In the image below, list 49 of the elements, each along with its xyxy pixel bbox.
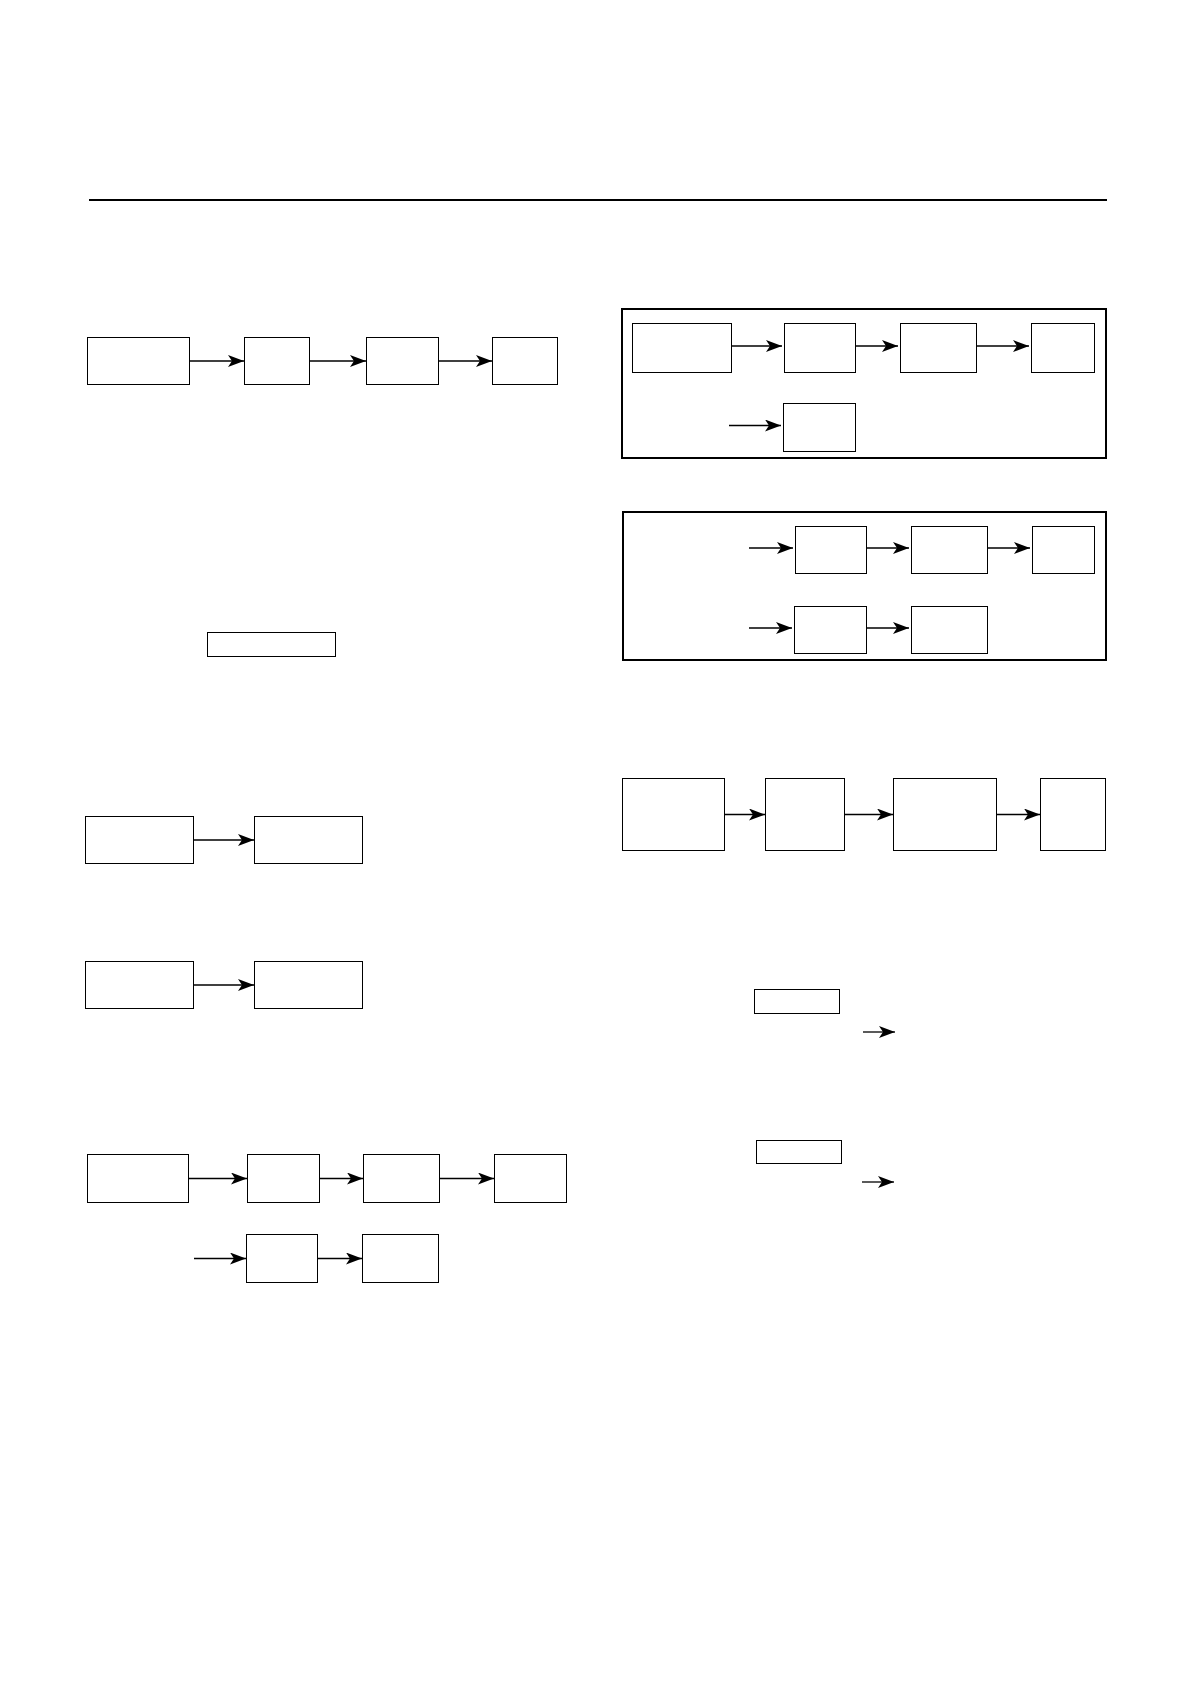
process-box — [632, 323, 732, 373]
process-box — [1031, 323, 1095, 373]
group-frame — [622, 511, 1107, 661]
arrow — [438, 355, 493, 367]
process-box — [756, 1140, 842, 1164]
process-box — [765, 778, 845, 851]
process-box — [87, 337, 190, 385]
process-box — [247, 1154, 320, 1203]
arrow — [724, 808, 766, 821]
process-box — [363, 1154, 440, 1203]
arrow — [189, 355, 245, 367]
process-box — [900, 323, 977, 373]
process-box — [366, 337, 439, 385]
arrow — [748, 622, 793, 634]
process-box — [911, 606, 988, 654]
process-box — [362, 1234, 439, 1283]
process-box — [87, 1154, 189, 1203]
process-box — [794, 606, 867, 654]
process-box — [85, 816, 194, 864]
process-box — [911, 526, 988, 574]
process-box — [622, 778, 725, 851]
process-box — [244, 337, 310, 385]
arrow — [748, 542, 794, 554]
process-box — [754, 989, 840, 1014]
process-box — [795, 526, 867, 574]
arrow — [188, 1172, 248, 1185]
process-box — [494, 1154, 567, 1203]
arrow — [193, 979, 255, 991]
process-box — [254, 961, 363, 1009]
arrow — [319, 1172, 364, 1185]
process-box — [207, 632, 336, 657]
group-frame — [621, 308, 1107, 459]
arrow — [844, 808, 894, 821]
process-box — [784, 323, 856, 373]
arrow — [309, 355, 367, 367]
arrow — [317, 1252, 363, 1265]
arrow — [728, 419, 782, 432]
process-box — [85, 961, 194, 1009]
arrow — [996, 808, 1041, 821]
process-box — [254, 816, 363, 864]
arrow — [439, 1172, 495, 1185]
process-box — [783, 403, 856, 452]
process-box — [492, 337, 558, 385]
process-box — [246, 1234, 318, 1283]
arrow — [193, 834, 255, 846]
arrow — [193, 1252, 247, 1265]
process-box — [893, 778, 997, 851]
process-box — [1032, 526, 1095, 574]
process-box — [1040, 778, 1106, 851]
